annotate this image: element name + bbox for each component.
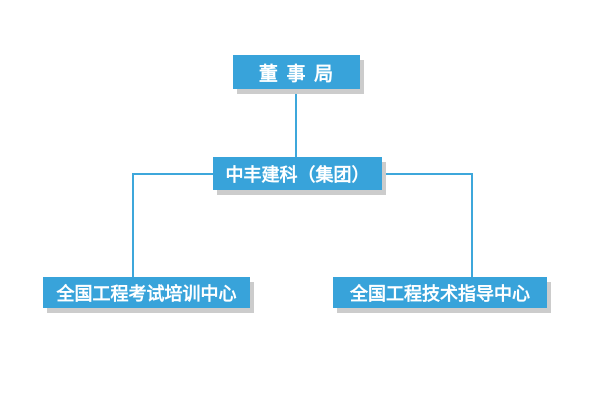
org-node-label: 全国工程技术指导中心 — [350, 283, 530, 305]
org-node-exam-training-center: 全国工程考试培训中心 — [43, 277, 250, 308]
connector-group-to-left-vertical — [132, 173, 134, 277]
org-node-label: 董 事 局 — [258, 62, 335, 85]
org-node-group-company: 中丰建科（集团） — [213, 157, 382, 190]
org-node-board-of-directors: 董 事 局 — [233, 55, 360, 89]
connector-root-to-group — [295, 89, 297, 157]
connector-group-to-left-horizontal — [132, 173, 213, 175]
org-node-label: 中丰建科（集团） — [225, 164, 370, 186]
org-node-technical-guidance-center: 全国工程技术指导中心 — [333, 277, 547, 308]
connector-group-to-right-vertical — [471, 173, 473, 277]
connector-group-to-right-horizontal — [382, 173, 473, 175]
org-node-label: 全国工程考试培训中心 — [56, 283, 237, 305]
